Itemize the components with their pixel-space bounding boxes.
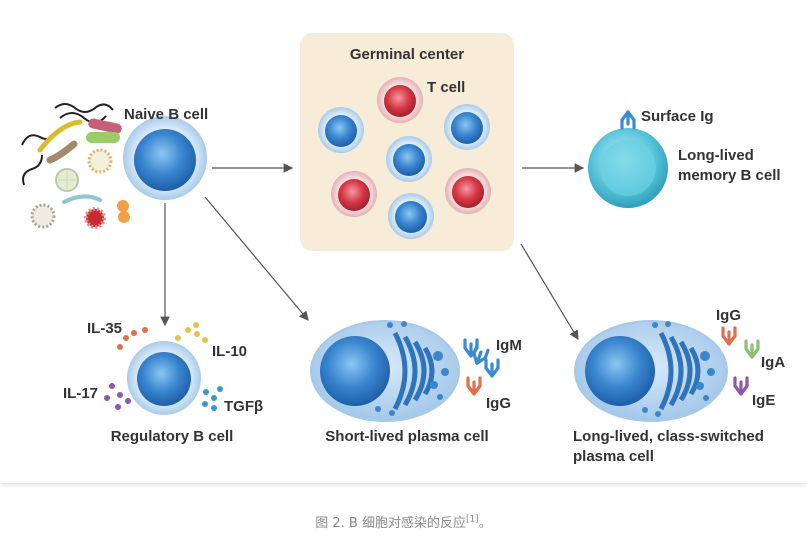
il17-label: IL-17	[63, 385, 98, 402]
memory-label-line1: Long-lived	[678, 147, 754, 164]
caption-end: 。	[478, 516, 492, 531]
long-lived-plasma-cell	[574, 320, 728, 422]
naive-b-cell-label: Naive B cell	[124, 106, 208, 123]
igm-antibodies	[463, 338, 500, 378]
tgfb-label: TGFβ	[224, 398, 263, 415]
iga-label: IgA	[761, 354, 785, 371]
il10-label: IL-10	[212, 343, 247, 360]
surface-ig-antibody	[620, 110, 636, 130]
caption-reference[interactable]: [1]	[465, 514, 479, 525]
surface-ig-label: Surface Ig	[641, 108, 714, 125]
t-cell-label: T cell	[427, 79, 465, 96]
figure-caption: 图 2. B 细胞对感染的反应[1]。	[0, 512, 807, 531]
germinal-center-label: Germinal center	[350, 46, 464, 63]
igg-antibody-long	[721, 326, 737, 346]
arrows	[160, 163, 585, 341]
memory-label-line2: memory B cell	[678, 167, 781, 184]
caption-text: 图 2. B 细胞对感染的反应	[315, 516, 466, 531]
il35-label: IL-35	[87, 320, 122, 337]
pathogens-cluster	[21, 103, 130, 229]
long-lived-label-line1: Long-lived, class-switched	[573, 428, 764, 445]
short-lived-label: Short-lived plasma cell	[325, 428, 488, 445]
regulatory-b-cell	[127, 341, 201, 415]
cytokine-dots	[104, 322, 223, 411]
iga-antibody	[744, 339, 760, 359]
regulatory-label: Regulatory B cell	[111, 428, 234, 445]
ige-label: IgE	[752, 392, 775, 409]
igg-long-label: IgG	[716, 307, 741, 324]
short-lived-plasma-cell	[310, 320, 460, 422]
igg-short-label: IgG	[486, 395, 511, 412]
igg-antibody-short	[466, 376, 482, 396]
long-lived-label-line2: plasma cell	[573, 448, 654, 465]
ige-antibody	[733, 376, 749, 396]
b-cell-diagram: Germinal center T cell Naive B cell	[21, 33, 785, 465]
germinal-cells	[318, 77, 491, 239]
igm-label: IgM	[496, 337, 522, 354]
